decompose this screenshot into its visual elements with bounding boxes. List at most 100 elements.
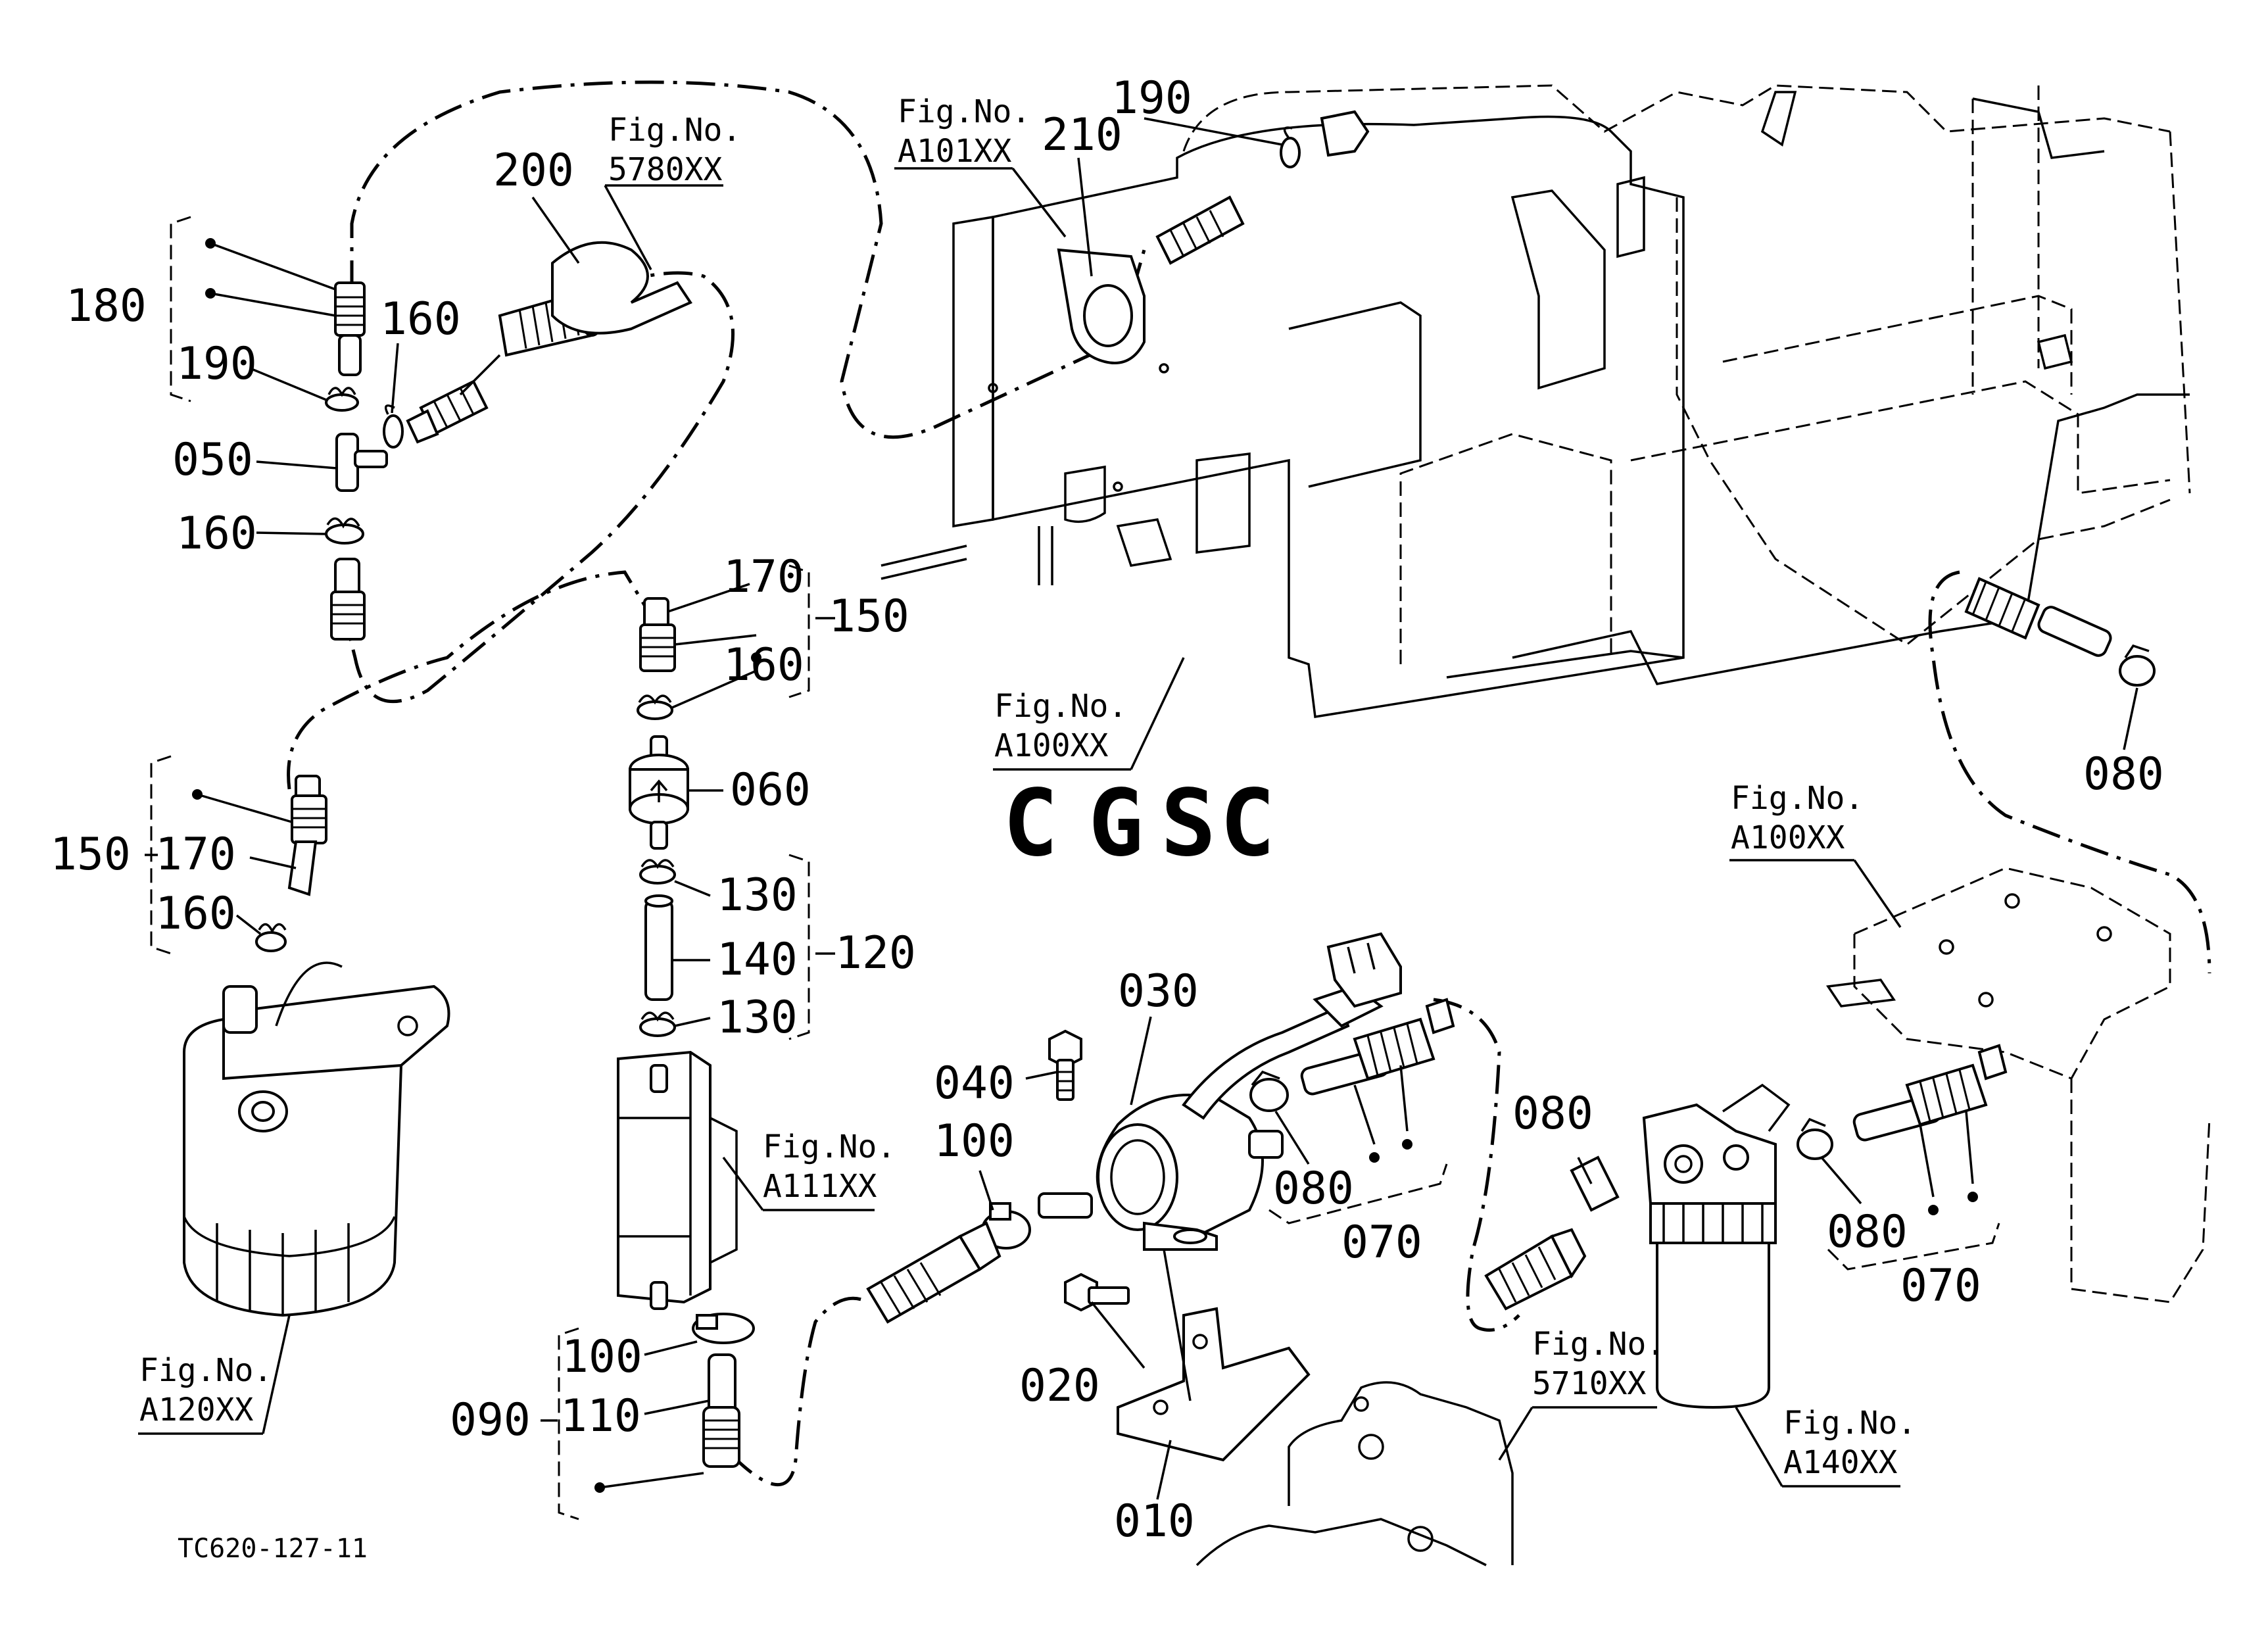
hose-070a [1300, 998, 1455, 1096]
rear-frame [1182, 84, 2191, 685]
wire-harness [1182, 932, 1402, 1120]
fig-a100-top-line1: Fig.No. [994, 688, 1127, 725]
engine-block [1195, 1381, 1514, 1566]
watermark-letter-c2: C [1220, 770, 1275, 877]
callout-080-upper-right: 080 [2083, 748, 2164, 800]
fig-reference-labels: Fig.No. 5780XX Fig.No. A101XX Fig.No. A1… [139, 93, 1916, 1481]
watermark-letter-s: S [1161, 770, 1216, 877]
hose-end-right-inlet [1484, 1228, 1587, 1311]
fig-a111-line2: A111XX [763, 1168, 877, 1205]
callout-170-left: 170 [155, 829, 236, 881]
callout-110: 110 [560, 1390, 641, 1442]
callout-120: 120 [835, 927, 916, 979]
clip-190a [325, 387, 359, 412]
callout-160-center: 160 [723, 639, 804, 691]
fig-a140-line1: Fig.No. [1783, 1405, 1916, 1442]
hose-end-170a [639, 597, 676, 672]
callout-080-mid: 080 [1512, 1088, 1593, 1140]
callout-160-top: 160 [380, 293, 461, 345]
pipe-110 [708, 1353, 736, 1415]
fuel-filter-a140 [1642, 1083, 1791, 1409]
callout-170-center: 170 [723, 551, 804, 603]
watermark-letter-c1: C [1003, 770, 1058, 877]
fuel-tank [881, 115, 1685, 719]
mounting-bracket [1825, 867, 2211, 1303]
fig-a120-line1: Fig.No. [139, 1352, 272, 1389]
callout-010: 010 [1114, 1495, 1195, 1547]
callout-040: 040 [934, 1057, 1015, 1109]
strainer-060 [629, 735, 689, 850]
watermark-letter-g: G [1088, 770, 1144, 877]
leader-lines [138, 117, 2138, 1520]
callout-150-center: 150 [829, 591, 909, 643]
callout-030: 030 [1118, 965, 1199, 1017]
hose-end-170b [287, 775, 327, 896]
part-callouts: 180 160 190 050 160 200 210 190 170 150 … [50, 72, 2164, 1547]
callout-180: 180 [66, 280, 147, 332]
clip-160b [325, 517, 364, 545]
clip-160a [383, 404, 404, 449]
clamp-100a [692, 1313, 755, 1344]
callout-080-right: 080 [1827, 1206, 1908, 1258]
clip-190b [1280, 110, 1370, 168]
hose-end-lower-left [330, 558, 366, 641]
fig-5710-line2: 5710XX [1532, 1365, 1646, 1402]
bolt-040 [1048, 1029, 1082, 1101]
callout-100-filter: 100 [562, 1331, 642, 1383]
fig-a100-right-line1: Fig.No. [1731, 780, 1864, 817]
grommet-210 [1057, 195, 1245, 364]
callout-020: 020 [1019, 1360, 1100, 1412]
hose-end-pump-inlet [866, 1221, 1001, 1324]
callout-190-left: 190 [176, 338, 257, 390]
pump-bracket-010 [1117, 1307, 1311, 1462]
cgsc-watermark: C G S C [1003, 770, 1275, 877]
fuel-filter-a120 [183, 961, 450, 1317]
callout-060: 060 [730, 764, 811, 816]
clamp-080b [1570, 1155, 1620, 1212]
fuel-filter-a111 [617, 1050, 738, 1310]
reference-dots [192, 238, 1978, 1493]
callout-050: 050 [172, 434, 253, 486]
clamp-080c [1797, 1117, 1833, 1160]
fig-5780-line2: 5780XX [608, 151, 722, 188]
fig-a111-line1: Fig.No. [763, 1128, 896, 1165]
callout-160-left: 160 [155, 888, 236, 940]
callout-140: 140 [717, 934, 798, 986]
callout-160-mid: 160 [176, 508, 257, 560]
fuel-pump-030 [1038, 1094, 1284, 1251]
callout-210: 210 [1042, 109, 1122, 161]
clip-160d [255, 923, 287, 952]
hose-end-200 [406, 241, 692, 444]
callout-090: 090 [450, 1394, 531, 1446]
drawing-code: TC620-127-11 [178, 1534, 368, 1564]
clamp-100b [981, 1202, 1031, 1250]
hose-end-090 [702, 1406, 740, 1468]
hose-end-upper-right [1964, 577, 2112, 657]
fig-a100-right-line2: A100XX [1731, 819, 1845, 856]
callout-200: 200 [493, 145, 574, 197]
callout-070-right: 070 [1900, 1260, 1981, 1312]
fig-a140-line2: A140XX [1783, 1444, 1897, 1481]
callout-190-top: 190 [1111, 72, 1192, 124]
clamp-080a [1249, 1070, 1289, 1112]
fig-a101-line2: A101XX [898, 133, 1011, 170]
callout-150-left: 150 [50, 829, 131, 881]
bolt-020 [1064, 1273, 1130, 1312]
fuel-hoses [287, 80, 2211, 1486]
fig-a120-line2: A120XX [139, 1392, 253, 1428]
hose-070b [1852, 1044, 2008, 1142]
clamp-080d [2119, 644, 2156, 687]
pipe-140 [644, 894, 673, 1001]
callout-130-upper: 130 [717, 869, 798, 921]
fig-5710-line1: Fig.No. [1532, 1326, 1665, 1363]
hose-end-180 [334, 281, 366, 376]
callout-080-pump: 080 [1273, 1163, 1354, 1215]
fig-a101-line1: Fig.No. [898, 93, 1030, 130]
fig-a100-top-line2: A100XX [994, 727, 1108, 764]
clip-160c [637, 694, 673, 720]
clip-130b [639, 1011, 676, 1037]
tee-joint-050 [335, 433, 388, 492]
fig-5780-line1: Fig.No. [608, 112, 741, 149]
